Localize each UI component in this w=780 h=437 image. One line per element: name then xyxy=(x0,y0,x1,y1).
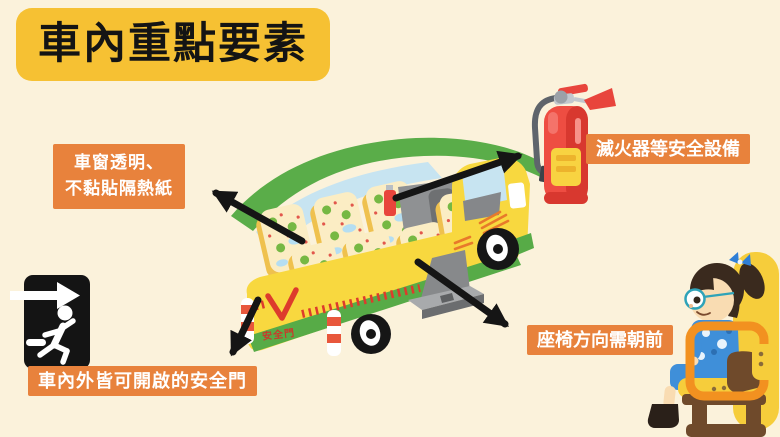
bus-front-wheel xyxy=(477,228,519,270)
page-title: 車內重點要素 xyxy=(16,8,330,82)
arrow-to-extinguisher xyxy=(392,150,523,202)
callout-safety-door: 車內外皆可開啟的安全門 xyxy=(28,366,257,397)
bus-striped-post-right xyxy=(327,310,341,356)
emergency-exit-running-man-icon xyxy=(10,275,90,369)
callout-window-line2: 不黏貼隔熱紙 xyxy=(65,179,173,199)
bus-roof xyxy=(231,137,544,231)
bus-rear-wheel xyxy=(351,314,391,354)
callout-safety-equipment: 滅火器等安全設備 xyxy=(586,134,750,165)
callout-window-transparency: 車窗透明、 不黏貼隔熱紙 xyxy=(53,144,185,209)
glasses-icon xyxy=(684,288,735,310)
callout-window-line1: 車窗透明、 xyxy=(74,153,164,172)
fire-extinguisher-icon xyxy=(531,83,616,204)
school-bus-cutaway-illustration: 安全門 xyxy=(231,137,544,356)
callout-seat-direction: 座椅方向需朝前 xyxy=(527,325,673,356)
arrow-to-window-callout xyxy=(211,189,306,245)
child-on-forward-facing-seat-illustration xyxy=(647,252,779,437)
bus-rear-door-text: 安全門 xyxy=(261,326,295,343)
black-callout-arrows xyxy=(211,150,523,357)
arrow-to-seat-callout xyxy=(414,258,509,328)
arrow-to-exit-callout xyxy=(229,296,262,357)
